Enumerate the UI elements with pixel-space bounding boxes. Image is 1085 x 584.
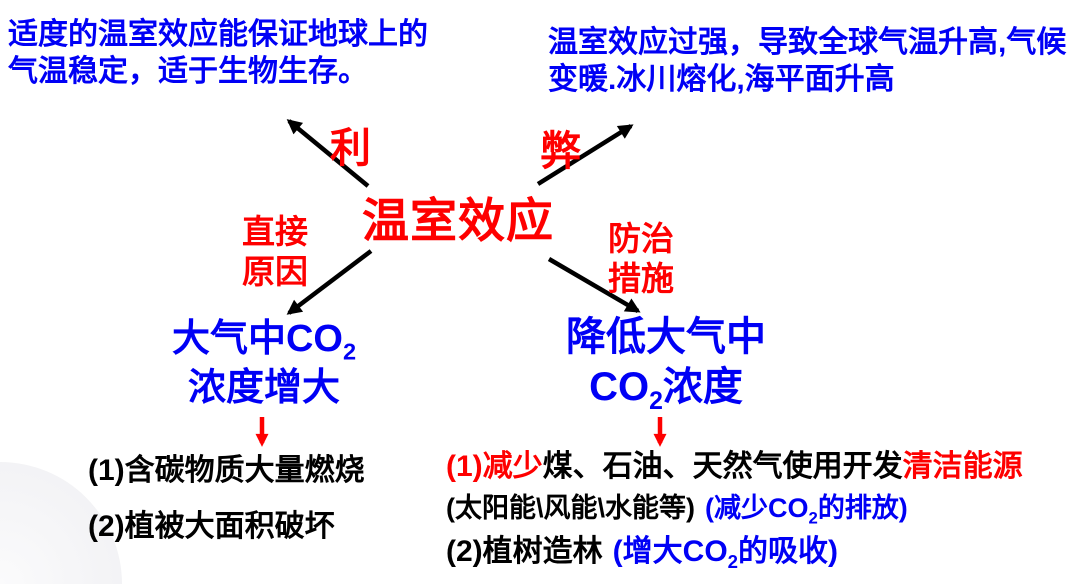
co2-increase-node-line1: 大气中CO2 [171, 318, 357, 365]
prevention-label-line2: 措施 [608, 260, 674, 297]
benefit-note: 适度的温室效应能保证地球上的 气温稳定，适于生物生存。 [8, 16, 428, 90]
measure-item-1-suffix: 清洁能源 [902, 450, 1023, 483]
measure-item-1: (1)减少煤、石油、天然气使用开发清洁能源 [446, 450, 1084, 484]
emission-reduction-note: (减少CO2的排放) [705, 493, 908, 528]
cause-details-list: (1)含碳物质大量燃烧 (2)植被大面积破坏 [88, 454, 365, 566]
cause-item-1: (1)含碳物质大量燃烧 [88, 454, 365, 487]
direct-cause-label-line2: 原因 [242, 253, 308, 290]
diagram-title: 温室效应 [362, 194, 554, 247]
measure-item-1-middle: 煤、石油、天然气使用开发 [542, 450, 903, 483]
cause-item-2: (2)植被大面积破坏 [88, 510, 335, 543]
co2-subscript: 2 [727, 551, 739, 572]
co2-subscript: 2 [649, 388, 663, 415]
benefit-note-line1: 适度的温室效应能保证地球上的 [8, 18, 428, 51]
co2-reduce-node: 降低大气中 CO2浓度 [542, 312, 790, 415]
co2-increase-node-line2: 浓度增大 [187, 367, 340, 409]
prevention-label-line1: 防治 [608, 220, 674, 257]
direct-cause-label-line1: 直接 [242, 213, 308, 250]
measure-details-list: (1)减少煤、石油、天然气使用开发清洁能源 (太阳能\风能\水能等) (减少CO2… [446, 450, 1084, 572]
co2-subscript: 2 [342, 338, 357, 365]
co2-reduce-node-line1: 降低大气中 [566, 315, 766, 359]
benefit-note-line2: 气温稳定，适于生物生存。 [8, 55, 368, 88]
co2-reduce-node-line2: CO2浓度 [589, 365, 743, 415]
prevention-label: 防治 措施 [608, 219, 674, 299]
measure-item-2: (2)植树造林 (增大CO2的吸收) [446, 535, 1084, 572]
energy-examples: (太阳能\风能\水能等) [446, 493, 695, 523]
measure-item-1-prefix: (1)减少 [446, 450, 543, 483]
afforestation-label: (2)植树造林 [446, 535, 603, 568]
harm-note: 温室效应过强，导致全球气温升高,气候 变暖.冰川熔化,海平面升高 [548, 24, 1066, 98]
absorption-note: (增大CO2的吸收) [612, 535, 839, 572]
co2-subscript: 2 [808, 508, 818, 528]
co2-increase-node: 大气中CO2 浓度增大 [148, 315, 380, 413]
benefit-label: 利 [330, 125, 371, 171]
measure-item-1-note: (太阳能\风能\水能等) (减少CO2的排放) [446, 493, 1084, 528]
harm-label: 弊 [540, 128, 581, 174]
harm-note-line2: 变暖.冰川熔化,海平面升高 [548, 63, 895, 96]
harm-note-line1: 温室效应过强，导致全球气温升高,气候 [548, 26, 1067, 59]
direct-cause-label: 直接 原因 [242, 212, 308, 292]
